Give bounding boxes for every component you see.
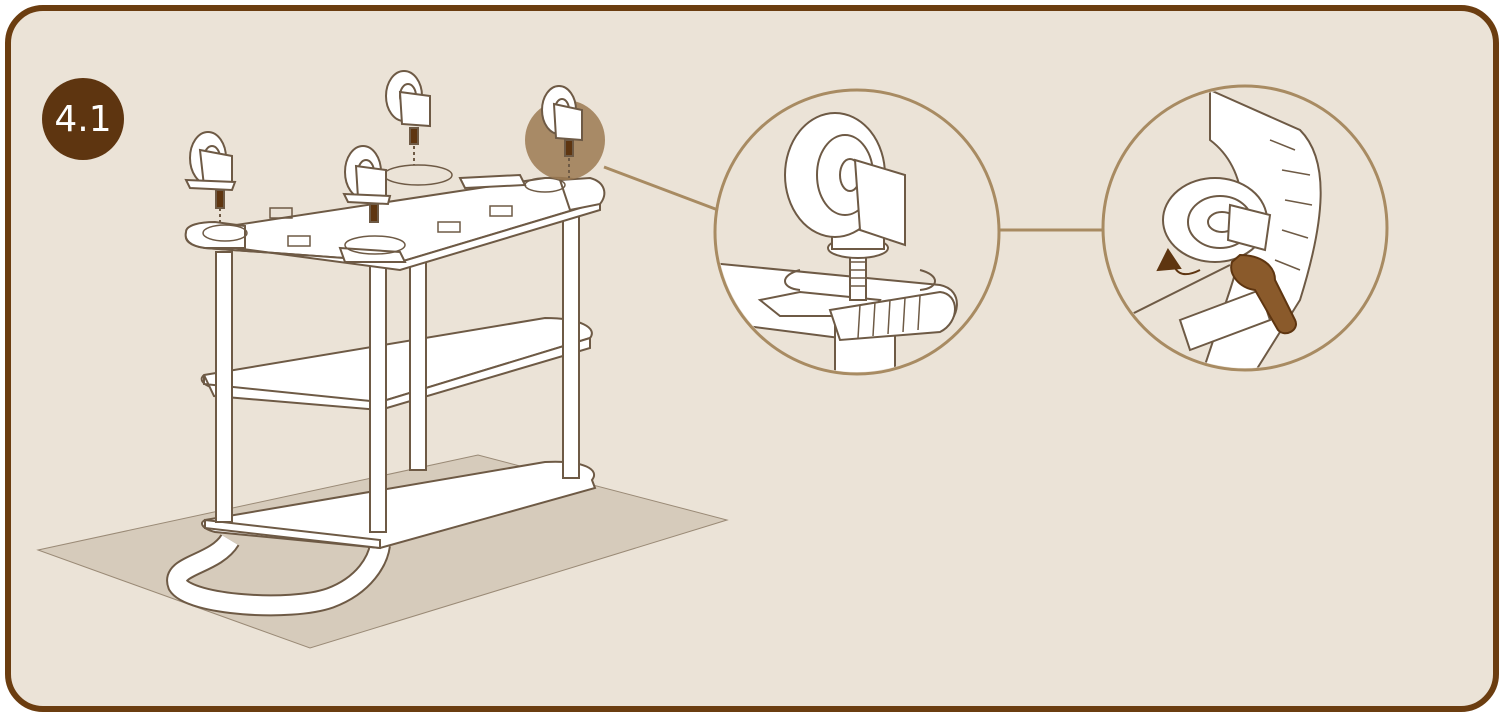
- callout-caster-detail: [713, 88, 1001, 376]
- caster-wheel-icon: [184, 70, 583, 223]
- step-number-badge: 4.1: [42, 78, 124, 160]
- legs: [215, 207, 580, 533]
- top-shelf: [184, 164, 606, 272]
- middle-shelf: [200, 316, 593, 412]
- sled-base: [166, 533, 391, 617]
- rotation-arrow-icon: [1156, 248, 1182, 272]
- callout-connector: [603, 165, 719, 212]
- wrench-icon: [1230, 253, 1297, 335]
- callout-wrench-detail: [1101, 84, 1389, 372]
